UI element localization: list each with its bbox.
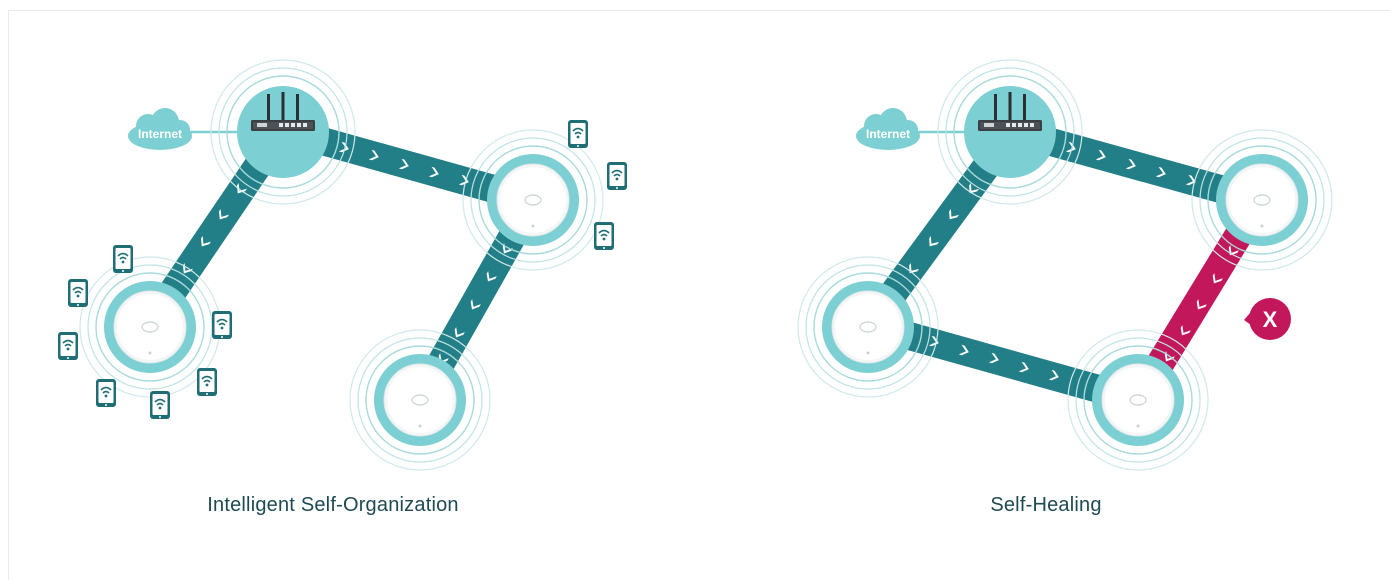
left-diagram: Internet (57, 59, 628, 471)
internet-label: Internet (138, 127, 182, 141)
cloud-icon (128, 108, 192, 150)
internet-label: Internet (866, 127, 910, 141)
phone-wifi-icon (593, 221, 615, 251)
phone-wifi-icon (67, 278, 89, 308)
cloud-icon (856, 108, 920, 150)
access-point-icon (349, 329, 491, 471)
canvas-frame (8, 10, 1390, 580)
link-ap-left-ap-bottom (866, 311, 1142, 414)
failure-label: X (1263, 307, 1278, 332)
phone-wifi-icon (211, 310, 233, 340)
x-badge-icon: X (1244, 298, 1291, 340)
caption-self-healing: Self-Healing (990, 494, 1102, 516)
right-diagram: Internet X (797, 59, 1333, 471)
phone-wifi-icon (606, 161, 628, 191)
phone-wifi-icon (149, 390, 171, 420)
phone-wifi-icon (196, 367, 218, 397)
phone-wifi-icon (112, 244, 134, 274)
phone-wifi-icon (95, 378, 117, 408)
caption-self-organization: Intelligent Self-Organization (207, 494, 459, 516)
phone-wifi-icon (567, 119, 589, 149)
phone-wifi-icon (57, 331, 79, 361)
internet-cloud-right: Internet (856, 108, 970, 150)
internet-cloud-left: Internet (128, 108, 240, 150)
